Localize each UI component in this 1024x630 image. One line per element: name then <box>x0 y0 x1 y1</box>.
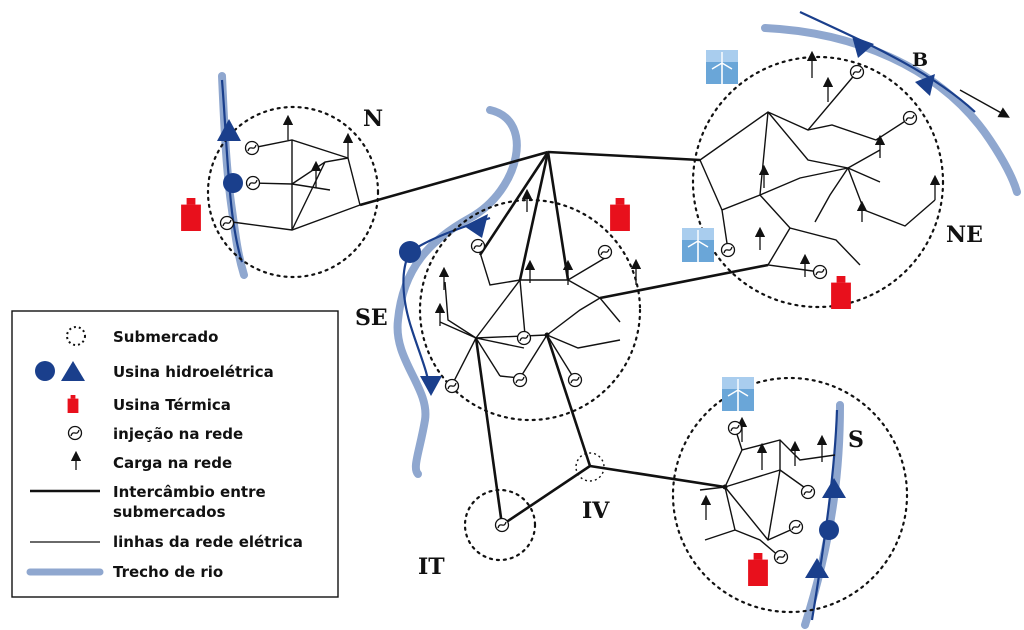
legend-intercambio-1: Intercâmbio entre <box>113 483 266 501</box>
region-label-s: S <box>848 427 864 453</box>
wind-turbine-icon <box>722 375 754 413</box>
submarket-it <box>463 488 537 562</box>
submarket-legend-icon <box>66 326 86 346</box>
injection-node-icon <box>773 549 789 565</box>
injection-node-icon <box>800 484 816 500</box>
submarket-ne <box>691 55 945 309</box>
hydro-circle-legend-icon <box>35 361 55 381</box>
water-courses <box>220 11 1010 621</box>
submarket-n <box>206 105 380 279</box>
interchange-lines <box>359 150 769 527</box>
legend-carga: Carga na rede <box>113 454 232 472</box>
hydro-triangle-icon <box>420 376 442 396</box>
injection-node-icon <box>470 238 486 254</box>
junction-dots <box>544 332 728 490</box>
injection-node-icon <box>444 378 460 394</box>
submarket-se <box>418 198 642 422</box>
legend-injecao: injeção na rede <box>113 425 243 443</box>
submarkets <box>206 55 945 614</box>
region-labels: N SE NE S IT IV B <box>355 49 983 580</box>
region-label-n: N <box>363 106 383 132</box>
injection-node-icon <box>849 64 865 80</box>
injection-node-icon <box>902 110 918 126</box>
wind-turbines <box>682 48 754 413</box>
thermal-plant-icon <box>181 198 201 231</box>
region-label-b: B <box>912 49 928 71</box>
hydro-triangle-icon <box>805 558 829 578</box>
injection-node-icon <box>512 372 528 388</box>
hydro-circle-icon <box>819 520 839 540</box>
hydro-triangle-icon <box>915 74 935 96</box>
legend-linhas: linhas da rede elétrica <box>113 533 303 551</box>
region-label-it: IT <box>418 554 445 580</box>
river-s <box>801 401 844 629</box>
wind-turbine-icon <box>706 48 738 86</box>
hydro-circle-icon <box>399 241 421 263</box>
injection-node-icon <box>244 140 260 156</box>
river-ne <box>761 24 1021 196</box>
legend: Submercado Usina hidroelétrica Usina Tér… <box>11 310 339 598</box>
hydro-triangle-icon <box>217 119 241 141</box>
legend-hidro: Usina hidroelétrica <box>113 363 274 381</box>
hydro-triangle-icon <box>464 214 488 238</box>
hydro-triangle-legend-icon <box>61 361 85 381</box>
injection-node-icon <box>788 519 804 535</box>
injection-node-icon <box>727 420 743 436</box>
injection-node-icon <box>494 517 510 533</box>
injection-node-icon <box>245 175 261 191</box>
injection-node-icon <box>720 242 736 258</box>
legend-termica: Usina Térmica <box>113 396 231 414</box>
thermal-plant-icon <box>610 198 630 231</box>
thermal-plant-icon <box>748 553 768 586</box>
hydro-circle-icon <box>223 173 243 193</box>
injection-node-icon <box>567 372 583 388</box>
thermal-plant-icon <box>831 276 851 309</box>
wind-turbine-icon <box>682 226 714 264</box>
region-label-se: SE <box>355 305 388 331</box>
hydro-triangle-icon <box>852 36 874 58</box>
load-arrows <box>282 50 941 520</box>
region-label-ne: NE <box>946 222 983 248</box>
injection-legend-icon <box>67 425 83 441</box>
hydro-plants <box>217 36 935 578</box>
hydro-triangle-icon <box>822 478 846 498</box>
injection-node-icon <box>219 215 235 231</box>
injection-nodes <box>219 64 918 565</box>
legend-rio: Trecho de rio <box>113 563 223 581</box>
grid-lines <box>231 71 936 558</box>
region-label-iv: IV <box>582 498 610 524</box>
rivers <box>218 24 1021 629</box>
legend-submercado: Submercado <box>113 328 218 346</box>
injection-node-icon <box>516 330 532 346</box>
legend-box <box>11 310 339 598</box>
legend-intercambio-2: submercados <box>113 503 226 521</box>
injection-node-icon <box>812 264 828 280</box>
submarket-s <box>671 376 909 614</box>
injection-node-icon <box>597 244 613 260</box>
